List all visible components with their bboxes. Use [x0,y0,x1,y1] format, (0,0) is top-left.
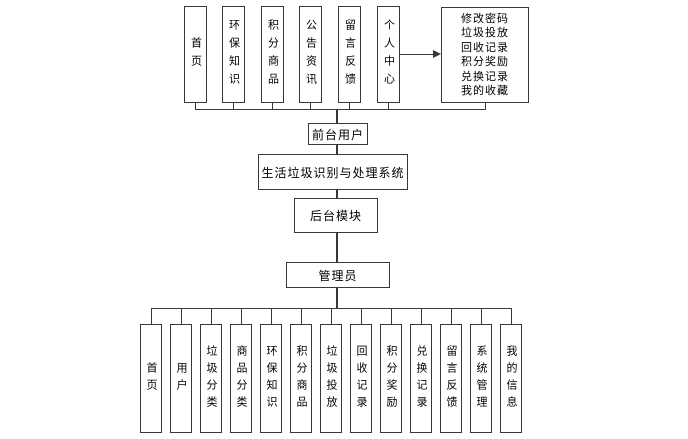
admin-menu-eco-knowledge-label: 环保知识 [265,344,278,413]
connector [336,109,338,123]
admin-menu-feedback: 留言反馈 [440,324,462,433]
connector [349,103,350,109]
admin-menu-system-management: 系统管理 [470,324,492,433]
connector [195,103,196,109]
admin-menu-recycle-records-label: 回收记录 [355,344,368,413]
admin-menu-home-label: 首页 [145,361,158,396]
admin-menu-system-management-label: 系统管理 [475,344,488,413]
admin-menu-exchange-records-label: 兑换记录 [415,344,428,413]
arrow-right-icon [433,50,441,58]
front-menu-feedback-label: 留言反馈 [343,18,357,91]
connector [391,308,392,324]
connector [336,288,338,308]
connector [336,189,338,198]
connector [241,308,242,324]
connector [331,308,332,324]
connector [233,103,234,109]
front-user-label: 前台用户 [311,127,364,142]
admin-menu-feedback-label: 留言反馈 [445,344,458,413]
admin-menu-waste-disposal: 垃圾投放 [320,324,342,433]
connector [421,308,422,324]
connector [388,103,389,109]
connector [511,308,512,324]
admin-menu-my-info: 我的信息 [500,324,522,433]
admin-menu-goods-categories-label: 商品分类 [235,344,248,413]
connector [485,103,486,109]
admin-menu-exchange-records: 兑换记录 [410,324,432,433]
detail-item-exchange-records: 兑换记录 [461,69,509,83]
admin-menu-goods-categories: 商品分类 [230,324,252,433]
connector-top-bus [195,109,486,110]
front-menu-home-label: 首页 [189,36,203,73]
connector [361,308,362,324]
front-menu-personal-center-label: 个人中心 [382,18,396,91]
connector [211,308,212,324]
connector [481,308,482,324]
admin-menu-points-goods: 积分商品 [290,324,312,433]
connector [336,233,338,262]
connector [151,308,152,324]
front-menu-eco-knowledge-label: 环保知识 [227,18,241,91]
admin-menu-waste-categories: 垃圾分类 [200,324,222,433]
connector [271,308,272,324]
backend-module-label: 后台模块 [309,209,362,223]
connector [336,145,338,154]
system-title-box: 生活垃圾识别与处理系统 [258,154,408,190]
connector [272,103,273,109]
admin-role-label: 管理员 [318,268,358,283]
personal-center-detail-box: 修改密码 垃圾投放 回收记录 积分奖励 兑换记录 我的收藏 [441,7,529,103]
detail-item-waste-disposal: 垃圾投放 [461,26,509,39]
front-menu-points-goods-label: 积分商品 [266,18,280,91]
detail-item-my-favorites: 我的收藏 [461,84,509,97]
admin-menu-points-rewards: 积分奖励 [380,324,402,433]
detail-item-points-rewards: 积分奖励 [461,55,509,68]
system-title-label: 生活垃圾识别与处理系统 [261,165,405,180]
admin-menu-waste-categories-label: 垃圾分类 [205,344,218,413]
connector-arrow-shaft [400,54,434,55]
front-menu-feedback: 留言反馈 [338,6,361,103]
front-menu-home: 首页 [184,6,207,103]
admin-menu-points-rewards-label: 积分奖励 [385,344,398,413]
admin-menu-points-goods-label: 积分商品 [295,344,308,413]
front-menu-points-goods: 积分商品 [261,6,284,103]
admin-menu-eco-knowledge: 环保知识 [260,324,282,433]
admin-menu-home: 首页 [140,324,162,433]
connector [451,308,452,324]
front-menu-announcements: 公告资讯 [299,6,322,103]
front-menu-personal-center: 个人中心 [377,6,400,103]
admin-menu-users: 用户 [170,324,192,433]
connector [310,103,311,109]
front-user-box: 前台用户 [308,123,368,145]
admin-role-box: 管理员 [286,262,390,288]
detail-item-change-password: 修改密码 [461,11,509,25]
admin-menu-waste-disposal-label: 垃圾投放 [325,344,338,413]
admin-menu-users-label: 用户 [175,361,188,396]
connector [301,308,302,324]
admin-menu-my-info-label: 我的信息 [505,344,518,413]
admin-menu-recycle-records: 回收记录 [350,324,372,433]
connector [181,308,182,324]
front-menu-eco-knowledge: 环保知识 [222,6,245,103]
front-menu-announcements-label: 公告资讯 [304,18,318,91]
detail-item-recycle-records: 回收记录 [461,40,509,54]
backend-module-box: 后台模块 [294,198,378,233]
